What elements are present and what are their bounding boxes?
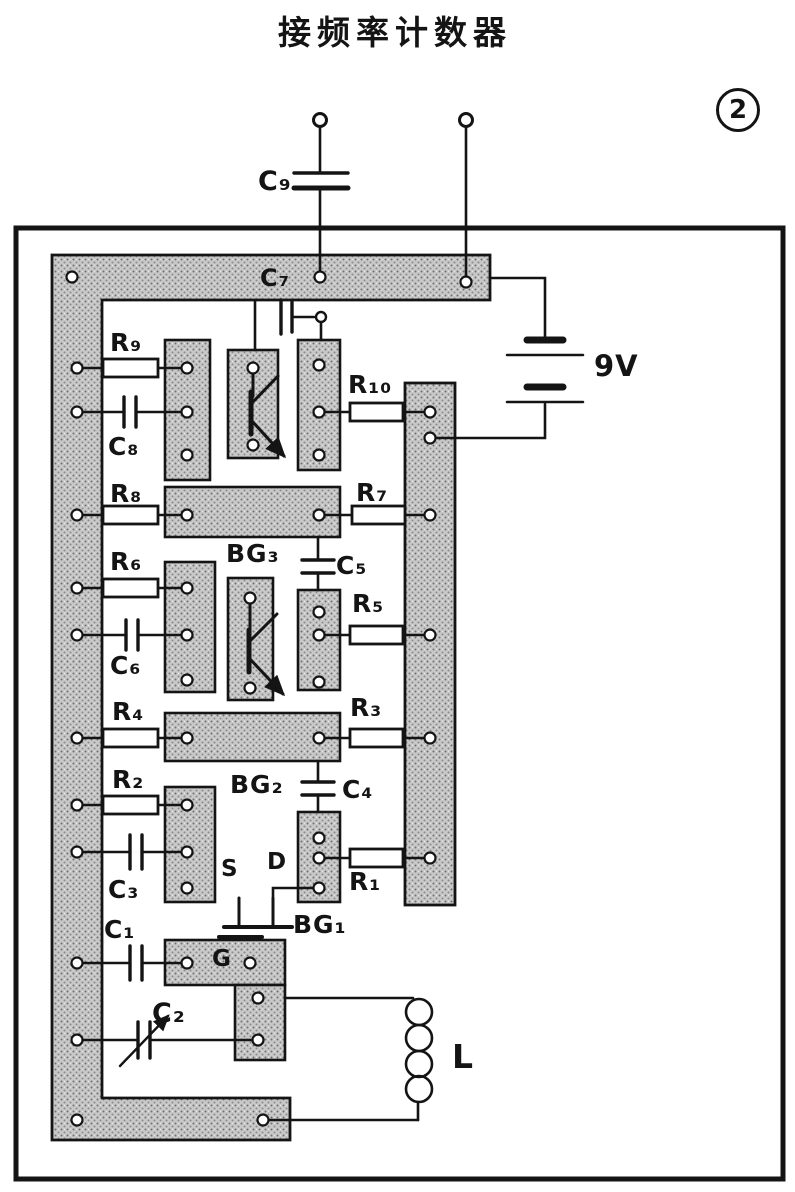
terminal: [312, 112, 328, 128]
resistor-symbol-r3: [348, 727, 405, 749]
supply-bus-trace: [403, 381, 457, 907]
transistor-symbol-bg1: [217, 896, 294, 939]
capacitor-symbol-c7: [279, 298, 294, 336]
label-source-terminal: S: [221, 856, 239, 882]
battery-symbol: [505, 336, 585, 404]
page-title: 接频率计数器: [278, 13, 512, 52]
label-c7: C₇: [260, 264, 291, 292]
wires: [75, 124, 547, 1122]
label-r3: R₃: [350, 693, 383, 722]
ground-trace: [50, 253, 492, 1142]
label-gate-terminal: G: [212, 946, 232, 972]
inductor-symbol: [404, 997, 434, 1104]
figure-number: 2: [728, 95, 748, 125]
label-r6: R₆: [110, 547, 143, 576]
board-frame: [13, 225, 786, 1182]
capacitor-symbol-c1: [128, 944, 144, 982]
label-c8: C₈: [108, 432, 140, 461]
label-r9: R₉: [110, 328, 143, 357]
label-c6: C₆: [110, 651, 142, 680]
label-r7: R₇: [356, 478, 389, 507]
junction: [314, 310, 328, 324]
resistor-symbol-r2: [101, 794, 160, 816]
label-inductor: L: [452, 1037, 475, 1076]
label-r8: R₈: [110, 479, 143, 508]
terminal: [458, 112, 474, 128]
label-c9: C₉: [258, 166, 292, 197]
label-bg2: BG₂: [230, 770, 284, 799]
resistor-symbol-r7: [350, 504, 407, 526]
label-r4: R₄: [112, 697, 145, 726]
resistor-symbol-r4: [101, 727, 160, 749]
resistor-symbol-r10: [348, 401, 405, 423]
figure-number-badge: 2: [716, 88, 760, 132]
label-bg3: BG₃: [226, 539, 280, 568]
resistor-symbol-r6: [101, 577, 160, 599]
capacitor-symbol-c8: [122, 395, 138, 429]
label-bg1: BG₁: [293, 910, 347, 939]
label-r5: R₅: [352, 589, 385, 618]
transistor-symbol-bg2: [246, 598, 286, 697]
label-battery-voltage: 9V: [594, 349, 639, 383]
pad: [163, 560, 217, 694]
label-c1: C₁: [104, 915, 136, 944]
capacitor-symbol-c4: [300, 780, 336, 797]
capacitor-symbol-c5: [300, 558, 336, 575]
label-drain-terminal: D: [267, 849, 288, 875]
pad: [163, 485, 342, 539]
capacitor-symbol-c9: [291, 171, 351, 191]
resistor-symbol-r8: [101, 504, 160, 526]
resistor-symbol-r5: [348, 624, 405, 646]
capacitor-symbol-c6: [124, 618, 140, 652]
resistor-symbols: [101, 357, 407, 869]
capacitor-symbol-c2: [118, 1014, 170, 1068]
capacitor-symbols: [118, 171, 351, 1068]
label-r2: R₂: [112, 765, 145, 794]
input-terminals: [312, 112, 474, 324]
label-c5: C₅: [336, 551, 368, 580]
label-c3: C₃: [108, 875, 140, 904]
label-r1: R₁: [349, 867, 382, 896]
capacitor-symbol-c3: [128, 833, 144, 871]
pad-holes: [65, 270, 473, 1127]
resistor-symbol-r9: [101, 357, 160, 379]
resistor-symbol-r1: [348, 847, 405, 869]
label-c2: C₂: [152, 998, 186, 1029]
label-r10: R₁₀: [348, 370, 393, 399]
label-c4: C₄: [342, 775, 374, 804]
